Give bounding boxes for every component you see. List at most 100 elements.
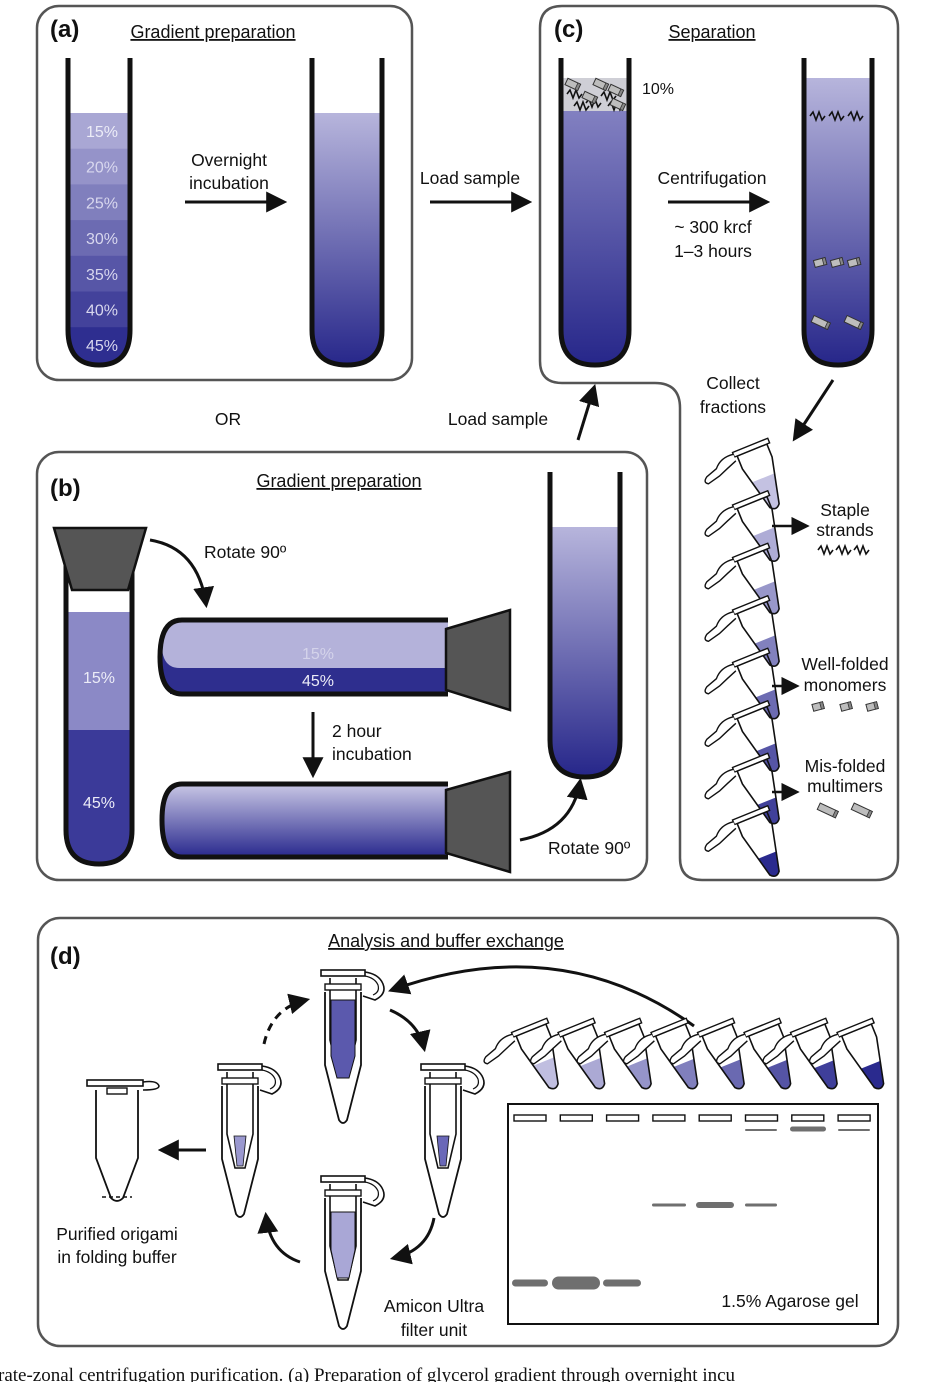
gradient-layer-label: 25% [86, 195, 118, 212]
fraction-tubes [704, 437, 810, 882]
staple-strand-icon [853, 543, 870, 557]
origami-icon [829, 256, 845, 269]
gradient-layer [68, 220, 130, 257]
rotate-label-1: Rotate 90º [204, 542, 287, 562]
gel-band [512, 1279, 548, 1287]
arrow-rotate-1 [149, 538, 215, 609]
origami-icon [812, 256, 828, 269]
horizontal-tube-gradient [159, 770, 512, 874]
incubation-label-1: 2 hour [332, 721, 382, 741]
gradient-layer [68, 184, 130, 222]
gel-band [790, 1126, 826, 1132]
incubation-label-2: incubation [332, 744, 412, 764]
gel-band [745, 1203, 777, 1207]
tube-cap-icon [444, 770, 512, 874]
monomer-icons [811, 701, 879, 712]
fraction-tube [704, 647, 791, 725]
multimer-icons [816, 802, 873, 819]
multimer-label-2: multimers [807, 776, 883, 796]
panel-c-frame [538, 4, 900, 882]
amicon-final [217, 1063, 282, 1218]
sample-volume [330, 999, 356, 1079]
horizontal-bottom-label: 45% [302, 673, 334, 690]
panel-a-letter: (a) [50, 16, 79, 43]
gradient-layer-label: 40% [86, 303, 118, 320]
loaded-tube [558, 58, 632, 368]
gel-band [552, 1276, 600, 1290]
gradient-layer-label: 35% [86, 267, 118, 284]
staple-strand-icon [573, 99, 590, 113]
fraction-tube [704, 594, 791, 672]
step-gradient-tube-b [52, 526, 148, 867]
fraction-tube [808, 1017, 895, 1095]
gel-well [652, 1114, 686, 1122]
gel-fraction-tubes [483, 1017, 895, 1095]
cycle-arrow [389, 1008, 431, 1053]
collect-label-1: Collect [706, 373, 760, 393]
arrow-select-fraction [388, 965, 695, 1028]
gel-band [652, 1203, 686, 1207]
origami-icon [865, 701, 879, 712]
separated-tube [801, 58, 875, 368]
gel-label: 1.5% Agarose gel [721, 1291, 858, 1311]
purified-label-1: Purified origami [56, 1224, 178, 1244]
loaded-layer-label: 10% [642, 81, 674, 98]
load-sample-1: Load sample [420, 168, 520, 188]
gel-well [698, 1114, 732, 1122]
origami-icon [607, 83, 625, 98]
rotate-label-2: Rotate 90º [548, 838, 631, 858]
horizontal-tube-layered [157, 608, 512, 712]
cycle-arrow [257, 1211, 301, 1264]
collect-label-2: fractions [700, 397, 766, 417]
gel-well [559, 1114, 593, 1122]
purified-tube [86, 1079, 160, 1202]
staple-strand-icon [828, 109, 845, 123]
purified-label-2: in folding buffer [57, 1247, 177, 1267]
overnight-label-2: incubation [189, 173, 269, 193]
continuous-gradient-tube-a [309, 58, 385, 368]
or-label: OR [215, 409, 241, 429]
agarose-gel [507, 1103, 879, 1325]
origami-icon [846, 256, 862, 269]
gel-band [603, 1279, 641, 1287]
multimer-label-1: Mis-folded [805, 756, 886, 776]
tube-b-bottom-label: 45% [83, 795, 115, 812]
gradient-layer [68, 255, 130, 293]
fraction-tube [704, 752, 791, 830]
figure-caption: rate-zonal centrifugation purification. … [0, 1365, 736, 1382]
fraction-tube [704, 437, 791, 515]
monomer-label-1: Well-folded [801, 654, 888, 674]
panel-b-frame [35, 450, 649, 882]
gel-band [696, 1202, 734, 1208]
arrow-rotate-2 [519, 777, 588, 842]
gradient-layer [68, 113, 130, 150]
gel-well [513, 1114, 547, 1122]
gel-well [744, 1114, 779, 1122]
origami-icon [592, 77, 610, 92]
step-gradient-tube: 15%20%25%30%35%40%45% [65, 58, 133, 368]
monomer-label-2: monomers [804, 675, 887, 695]
overnight-label-1: Overnight [191, 150, 267, 170]
time-label: 1–3 hours [674, 241, 752, 261]
amicon-label-2: filter unit [401, 1320, 467, 1340]
concentrate-volume [436, 1135, 450, 1167]
gel-band [838, 1129, 870, 1131]
origami-icon [810, 314, 832, 331]
load-sample-2: Load sample [448, 409, 548, 429]
panel-b-letter: (b) [50, 475, 81, 502]
origami-icon [609, 97, 627, 112]
staple-label-2: strands [816, 520, 874, 540]
speed-label: ~ 300 krcf [674, 217, 751, 237]
gel-well [837, 1114, 871, 1122]
panel-d-letter: (d) [50, 943, 81, 970]
origami-icon [811, 701, 825, 712]
panel-a-frame [35, 4, 414, 382]
amicon-label-1: Amicon Ultra [384, 1296, 484, 1316]
origami-icon [564, 77, 582, 92]
arrow-load-sample-2 [576, 383, 600, 441]
staple-strand-icon [835, 543, 852, 557]
staple-label-1: Staple [820, 500, 870, 520]
gradient-layer [68, 291, 130, 329]
